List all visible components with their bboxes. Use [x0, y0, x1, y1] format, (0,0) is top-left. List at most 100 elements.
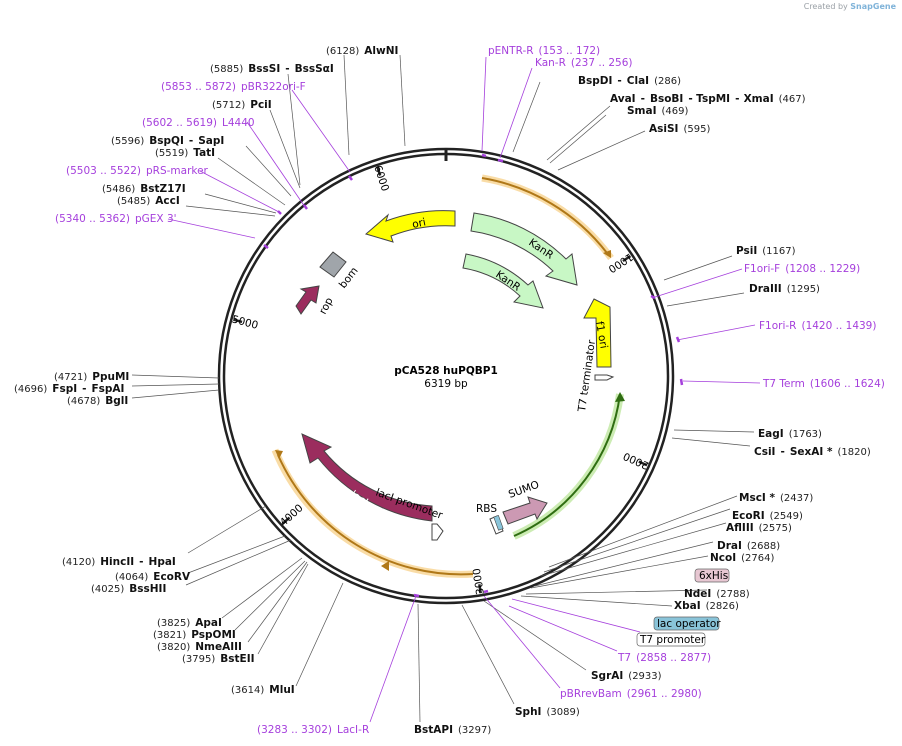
label-apai[interactable]: (3825)ApaI — [157, 617, 222, 629]
label-avai[interactable]: AvaI-BsoBI-TspMI-XmaI(467) — [610, 93, 806, 105]
orf-arc-right — [513, 393, 621, 537]
label-ecori-part: (2549) — [770, 511, 803, 522]
label-pbr322ori[interactable]: (5853 .. 5872) pBR322ori-F — [161, 81, 306, 93]
label-sphi-part: (3089) — [546, 707, 579, 718]
label-smai[interactable]: SmaI(469) — [627, 105, 688, 117]
label-bspqi[interactable]: (5596)BspQI-SapI — [111, 135, 224, 147]
rop-label: rop — [317, 295, 336, 316]
label-f1orir[interactable]: F1ori-R(1420 .. 1439) — [759, 320, 876, 332]
label-sgrai-part: (2933) — [628, 671, 661, 682]
label-ecori[interactable]: EcoRI (2549) — [732, 510, 803, 522]
label-t7term[interactable]: T7 Term(1606 .. 1624) — [762, 378, 885, 390]
label-tati-part: TatI — [193, 147, 215, 159]
label-bstz17i[interactable]: (5486)BstZ17I — [102, 183, 186, 195]
label-bsssi[interactable]: (5885)BssSI-BssSαI — [210, 63, 334, 75]
lac-operator-box[interactable] — [653, 616, 720, 631]
label-fspi-part: FspAI — [91, 383, 124, 395]
primer-ticks — [263, 153, 684, 598]
label-t7[interactable]: T7(2858 .. 2877) — [617, 652, 711, 664]
label-bspdi-part: - — [617, 75, 621, 87]
laci-promoter-shape[interactable] — [431, 523, 444, 541]
sixhis-box[interactable] — [694, 568, 730, 583]
label-msci[interactable]: MscI *(2437) — [739, 492, 813, 504]
label-bsteii-part: BstEII — [220, 653, 254, 665]
label-ncoi-part: (2764) — [741, 553, 774, 564]
label-alwni[interactable]: (6128)AlwNI — [326, 45, 398, 57]
label-lacir[interactable]: (3283 .. 3302)LacI-R — [257, 724, 369, 736]
label-kanr[interactable]: Kan-R(237 .. 256) — [535, 57, 633, 69]
label-avai-part: (467) — [779, 94, 806, 105]
label-avai-part: XmaI — [744, 93, 774, 105]
label-f1orif[interactable]: F1ori-F(1208 .. 1229) — [744, 263, 860, 275]
label-bspqi-part: SapI — [198, 135, 224, 147]
label-hincii-part: HpaI — [149, 556, 176, 568]
label-pentrr[interactable]: pENTR-R(153 .. 172) — [488, 45, 600, 57]
label-eagi[interactable]: EagI(1763) — [758, 428, 822, 440]
label-tati[interactable]: (5519)TatI — [155, 147, 215, 159]
label-pgex3-part: (5340 .. 5362) — [55, 213, 130, 225]
plasmid-name: pCA528 huPQBP1 — [394, 365, 498, 377]
label-ndei[interactable]: NdeI(2788) — [684, 588, 750, 600]
label-bstapi-part: BstAPI — [414, 724, 453, 736]
label-acci[interactable]: (5485)AccI — [117, 195, 180, 207]
label-bgli[interactable]: (4678)BglI — [67, 395, 128, 407]
label-avai-part: - — [641, 93, 645, 105]
kanr-arrow-1[interactable] — [470, 212, 578, 286]
label-pbr322ori-part: pBR322ori-F — [241, 81, 306, 93]
label-fspi[interactable]: (4696)FspI-FspAI — [14, 383, 124, 395]
bom-box[interactable] — [319, 251, 347, 278]
label-pgex3[interactable]: (5340 .. 5362)pGEX 3' — [55, 213, 177, 225]
label-nmeaiii[interactable]: (3820)NmeAIII — [157, 641, 242, 653]
label-pcii[interactable]: (5712)PciI — [212, 99, 272, 111]
label-bspdi[interactable]: BspDI-ClaI(286) — [578, 75, 681, 87]
label-pbrrevbam[interactable]: pBRrevBam(2961 .. 2980) — [560, 688, 702, 700]
label-l4440-part: (5602 .. 5619) — [142, 117, 217, 129]
label-bsshii[interactable]: (4025)BssHII — [91, 583, 166, 595]
f1-ori-arrow[interactable] — [583, 298, 612, 368]
boxed-labels: 6xHis lac operator T7 promoter — [636, 568, 730, 647]
kanr-arrow-2[interactable] — [462, 253, 544, 309]
label-bsteii[interactable]: (3795) BstEII — [182, 653, 255, 665]
rop-arrow[interactable] — [295, 285, 320, 315]
label-mlui[interactable]: (3614)MluI — [231, 684, 295, 696]
label-avai-part: TspMI — [696, 93, 730, 105]
label-prsmarker[interactable]: (5503 .. 5522)pRS-marker — [66, 165, 209, 177]
orf-arcs — [271, 174, 625, 578]
label-pentrr-part: (153 .. 172) — [539, 45, 601, 57]
label-ecorv[interactable]: (4064)EcoRV — [115, 571, 191, 583]
label-csii[interactable]: CsiI-SexAI *(1820) — [754, 446, 871, 458]
tick-label: 4000 — [278, 502, 306, 529]
label-hincii[interactable]: (4120)HincII-HpaI — [62, 556, 176, 568]
label-ndei-part: NdeI — [684, 588, 711, 600]
label-drai[interactable]: DraI(2688) — [717, 540, 780, 552]
t7-promoter-box[interactable] — [636, 632, 706, 647]
label-f1orir-part: (1420 .. 1439) — [801, 320, 876, 332]
label-csii-part: SexAI * — [790, 446, 833, 458]
ori-arrow[interactable] — [364, 210, 456, 243]
label-asisi[interactable]: AsiSI(595) — [649, 123, 710, 135]
label-pspomi[interactable]: (3821)PspOMI — [153, 629, 236, 641]
label-bsteii-part: (3795) — [182, 654, 215, 665]
label-ecori-part: EcoRI — [732, 510, 765, 522]
label-pbr322ori-part: (5853 .. 5872) — [161, 81, 236, 93]
label-sgrai[interactable]: SgrAI(2933) — [591, 670, 662, 682]
labels-layer: (6128)AlwNI (5885)BssSI-BssSαI (5853 .. 58… — [14, 45, 885, 736]
label-ncoi[interactable]: NcoI(2764) — [710, 552, 774, 564]
label-psii[interactable]: PsiI(1167) — [736, 245, 796, 257]
sumo-arrow[interactable] — [502, 496, 548, 525]
tick-mark — [622, 255, 632, 263]
label-draiii[interactable]: DraIII(1295) — [749, 283, 820, 295]
label-bstz17i-part: BstZ17I — [140, 183, 185, 195]
laci-arrow[interactable] — [301, 433, 433, 522]
label-psii-part: (1167) — [762, 246, 795, 257]
label-csii-part: - — [780, 446, 784, 458]
label-xbai[interactable]: XbaI(2826) — [674, 600, 739, 612]
label-pcii-part: PciI — [250, 99, 271, 111]
label-sphi[interactable]: SphI(3089) — [515, 706, 580, 718]
label-bstapi[interactable]: BstAPI(3297) — [414, 724, 491, 736]
t7-terminator-shape[interactable] — [594, 374, 615, 381]
label-bsssi-part: - — [285, 63, 289, 75]
label-ppumi[interactable]: (4721)PpuMI — [54, 371, 129, 383]
label-aflii[interactable]: AflIII(2575) — [726, 522, 792, 534]
label-l4440[interactable]: (5602 .. 5619)L4440 — [142, 117, 255, 129]
